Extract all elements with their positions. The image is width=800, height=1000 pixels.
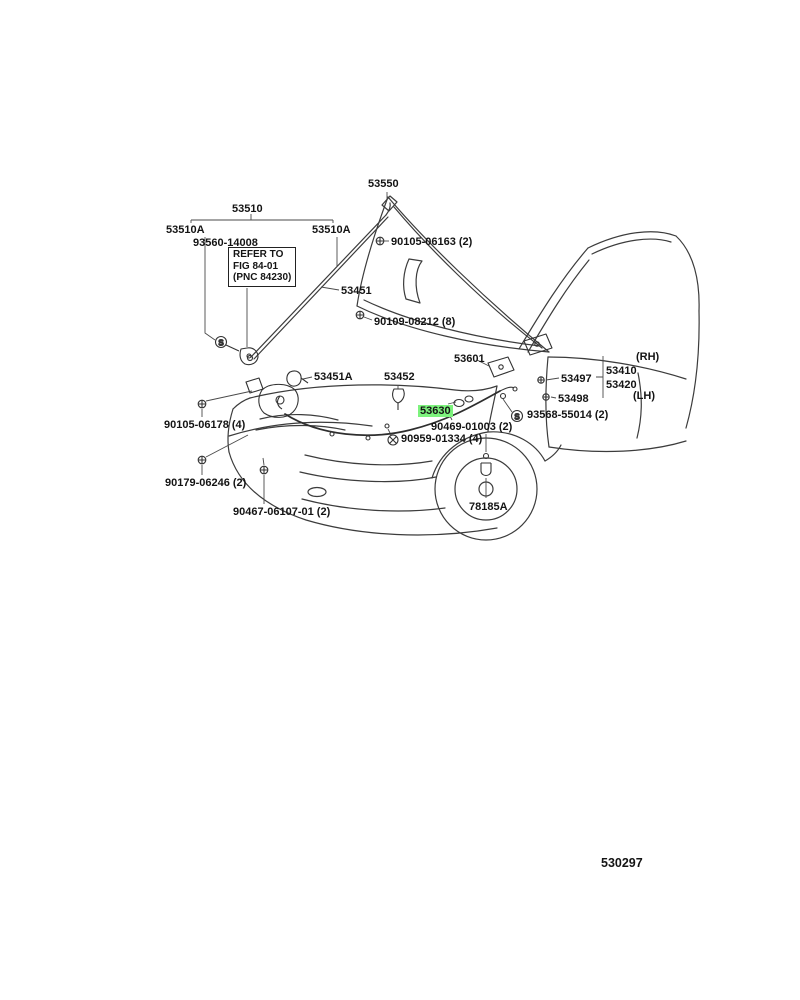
s-marker-text: S	[218, 338, 224, 347]
hood-hinge	[487, 333, 553, 400]
figure-number: 530297	[601, 856, 643, 870]
part-glyphs: S S	[197, 236, 553, 477]
part-label-53510a-left: 53510A	[166, 224, 205, 236]
part-label-53410: 53410	[606, 365, 637, 377]
part-label-rh: (RH)	[636, 351, 660, 363]
part-label-90959-01334: 90959-01334 (4)	[401, 433, 483, 445]
wheel-arch	[431, 431, 546, 479]
crossed-circle-icon	[387, 434, 399, 446]
cowl-line	[249, 384, 498, 399]
part-label-53630-highlighted: 53630	[418, 405, 453, 417]
bumper-clip	[480, 452, 492, 477]
hinge-bolt	[537, 376, 550, 401]
part-label-93568-55014: 93568-55014 (2)	[527, 409, 609, 421]
part-label-90469-01003: 90469-01003 (2)	[431, 421, 513, 433]
cable-clamp	[392, 388, 405, 410]
refer-note-line2: FIG 84-01	[233, 260, 279, 272]
hood-lock	[245, 377, 299, 418]
refer-note-line3: (PNC 84230)	[233, 272, 292, 283]
windshield	[518, 247, 589, 350]
s-marker-text: S	[514, 412, 520, 421]
part-label-90105-06163: 90105-06163 (2)	[391, 236, 473, 248]
beltline	[547, 356, 687, 380]
part-label-90105-06178: 90105-06178 (4)	[164, 419, 246, 431]
part-label-53498: 53498	[558, 393, 589, 405]
car-line-art	[227, 195, 700, 541]
hood-release-cable	[284, 386, 518, 441]
stay-pivot	[239, 347, 259, 366]
roof	[587, 231, 677, 249]
part-label-53510a-right: 53510A	[312, 224, 351, 236]
cable-grommet	[453, 398, 465, 408]
bumper-outline	[228, 451, 498, 536]
hood-outline	[387, 196, 550, 353]
refer-note-box: REFER TO FIG 84-01 (PNC 84230)	[228, 247, 297, 287]
part-label-53497: 53497	[561, 373, 592, 385]
part-label-78185a: 78185A	[469, 501, 508, 513]
part-label-53452: 53452	[384, 371, 415, 383]
part-label-53420: 53420	[606, 379, 637, 391]
safety-hook	[286, 370, 309, 387]
part-label-53451a: 53451A	[314, 371, 353, 383]
part-label-53601: 53601	[454, 353, 485, 365]
hood-bracket	[403, 258, 423, 304]
part-label-53510: 53510	[232, 203, 263, 215]
substitution-marker-icon: S S	[214, 335, 524, 423]
refer-note-line1: REFER TO	[233, 249, 284, 260]
leader-lines	[190, 192, 604, 504]
part-label-lh: (LH)	[633, 390, 655, 402]
part-label-53550: 53550	[368, 178, 399, 190]
part-label-93560-14008: 93560-14008	[193, 237, 258, 249]
part-label-90179-06246: 90179-06246 (2)	[165, 477, 247, 489]
part-label-90467-06107-01: 90467-06107-01 (2)	[233, 506, 331, 518]
bolt-icon	[197, 236, 385, 475]
part-label-53451: 53451	[341, 285, 372, 297]
highlight-badge: 53630	[418, 405, 453, 417]
part-label-90109-08212: 90109-08212 (8)	[374, 316, 456, 328]
hood-stay-rod	[250, 214, 387, 358]
